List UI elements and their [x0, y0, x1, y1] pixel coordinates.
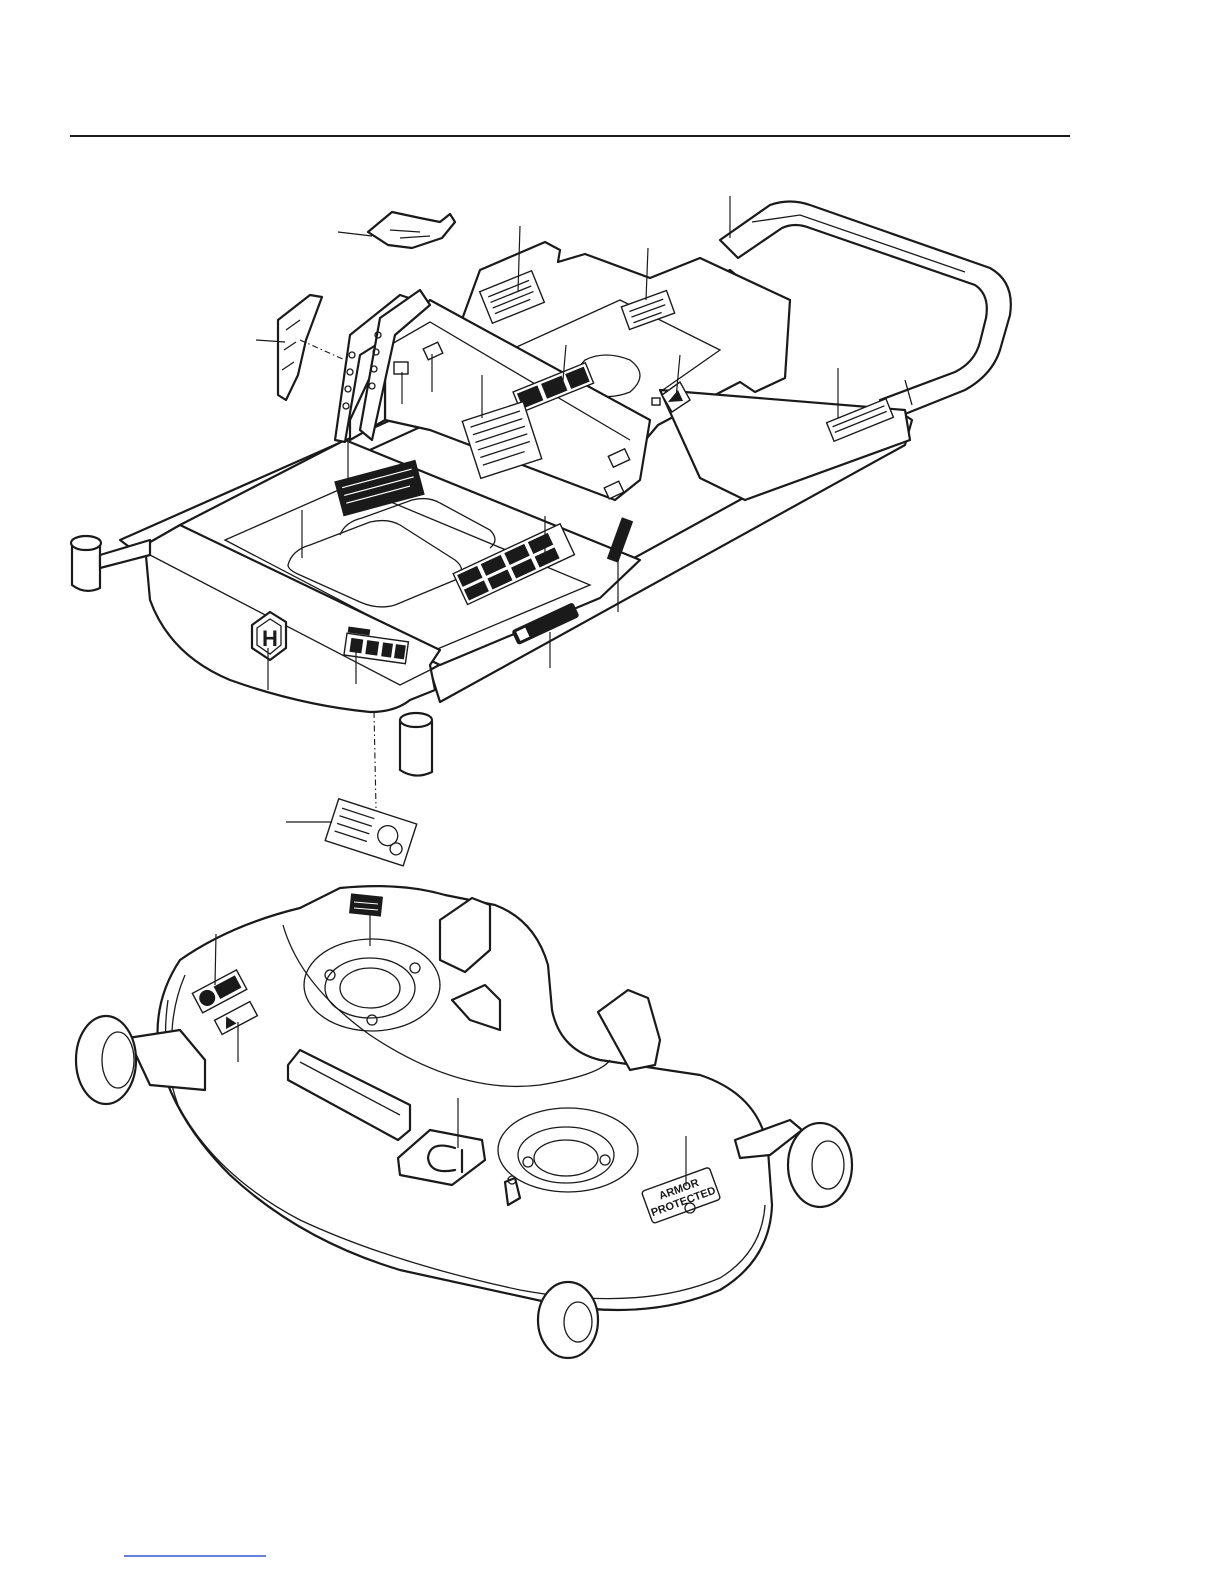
hinge-tag-left: [394, 362, 408, 374]
strip-decal: [278, 295, 322, 400]
mower-deck: [76, 886, 852, 1358]
wheel-front-right: [788, 1123, 852, 1207]
deck-top-label: [349, 893, 383, 916]
wheel-front-left: [76, 1016, 136, 1104]
brand-shield-letter: H: [262, 626, 278, 651]
wheel-rear-center: [538, 1282, 598, 1358]
frame-assembly: [71, 202, 1011, 776]
identification-plate: [325, 799, 417, 866]
bracket-plate: [368, 212, 455, 248]
